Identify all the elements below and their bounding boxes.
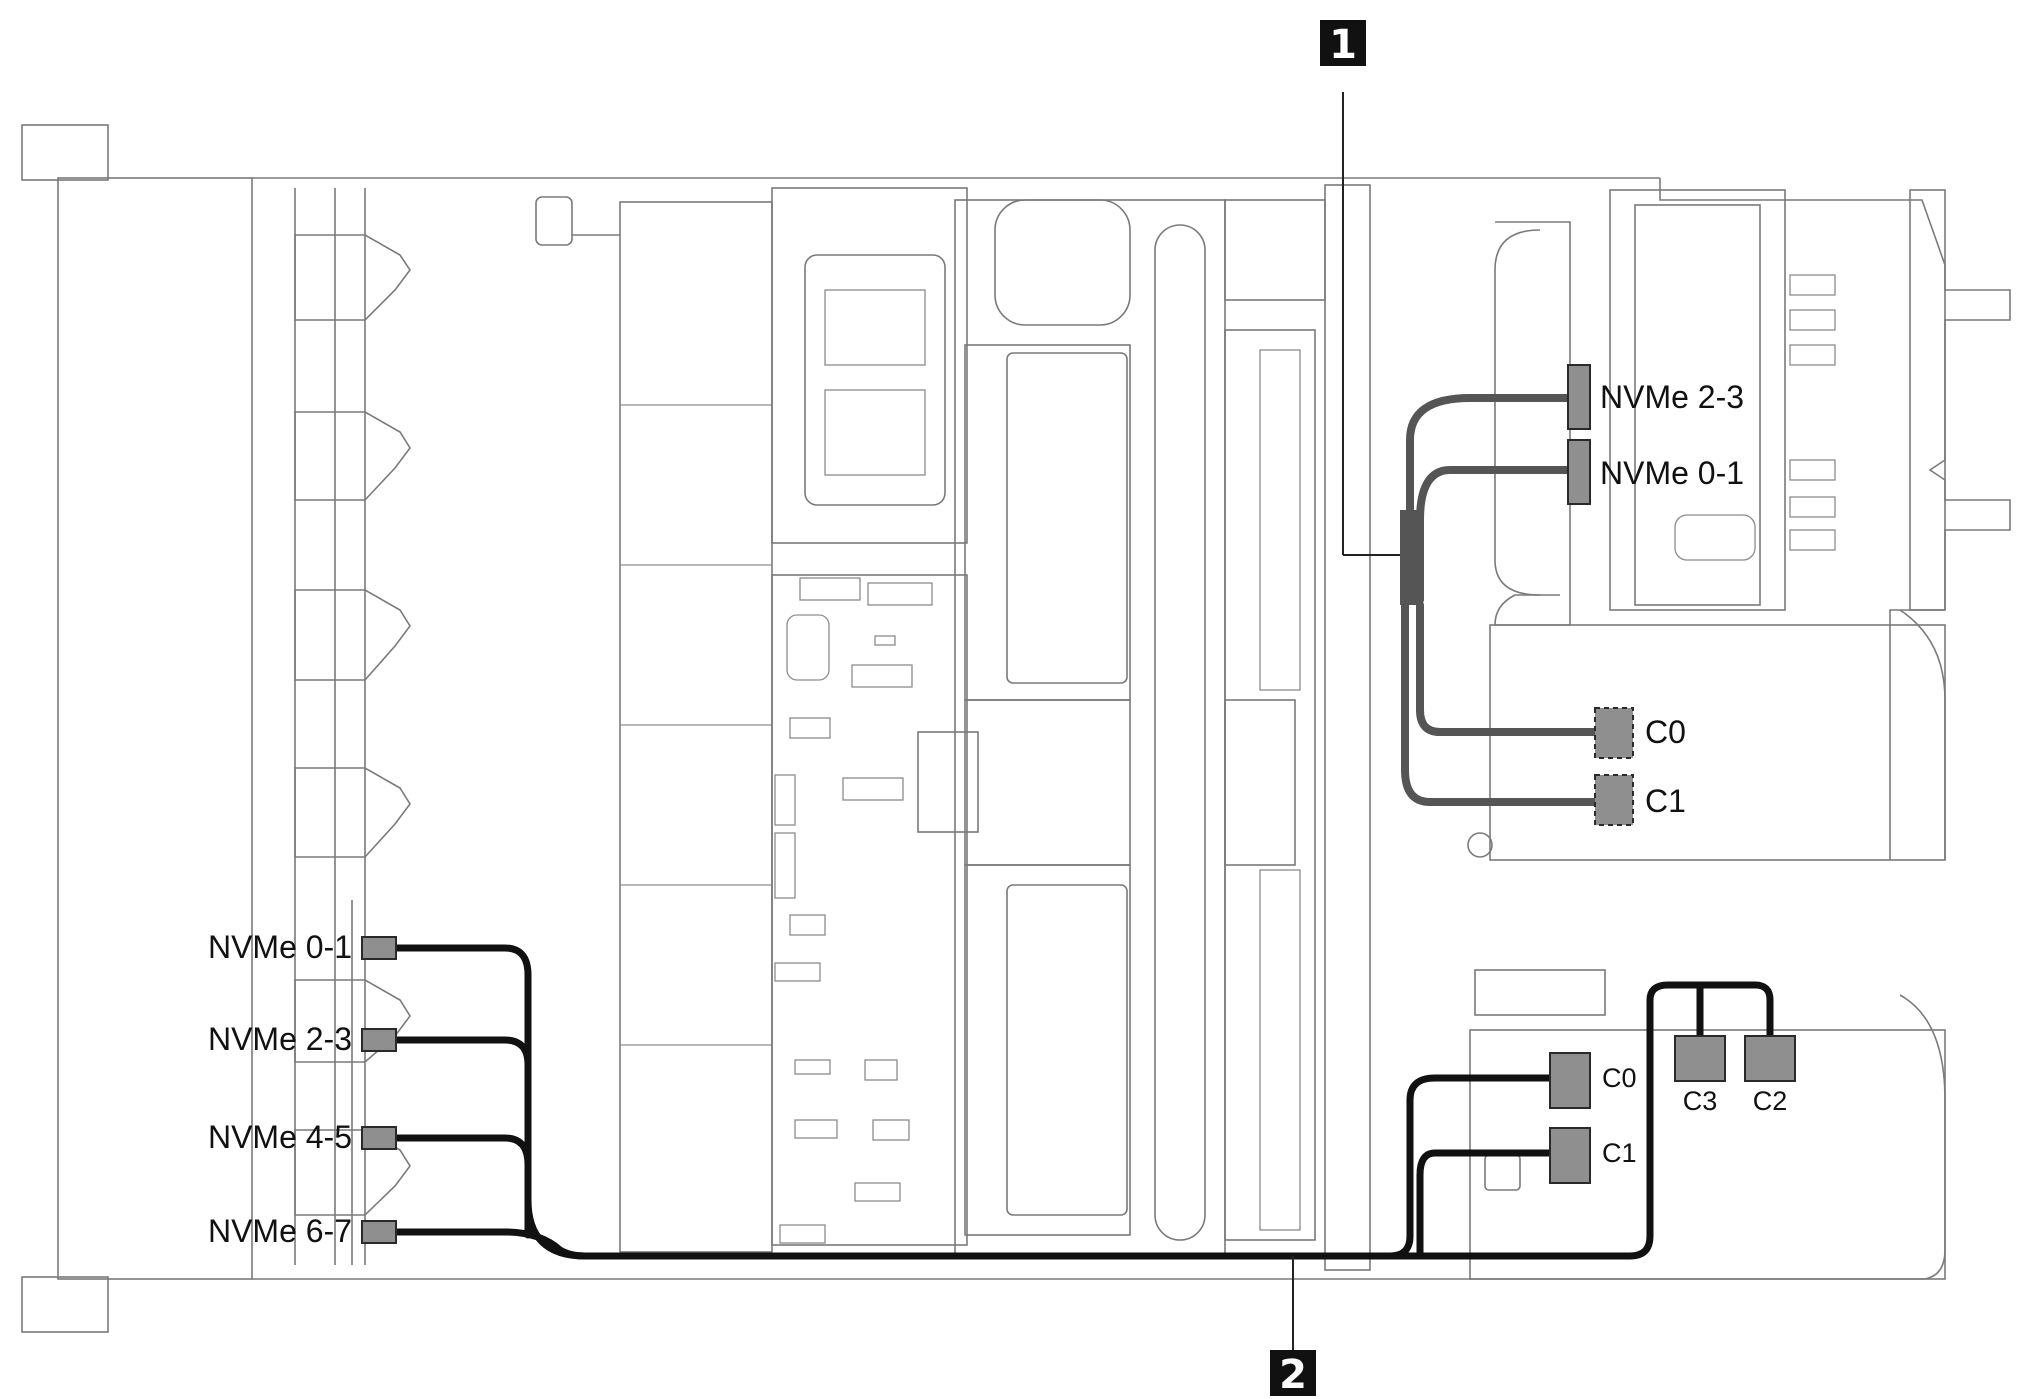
connector-riser-c0 <box>1594 707 1634 759</box>
callout-1: 1 <box>1320 20 1400 556</box>
connector-front-nvme67 <box>361 1220 397 1244</box>
label-riser-c0: C0 <box>1645 714 1686 750</box>
callout-1-number: 1 <box>1329 22 1357 68</box>
connector-rear-nvme23 <box>1567 364 1591 430</box>
rear-backplane-connectors <box>1567 364 1591 505</box>
cable-1-path-nvme23 <box>1406 394 1574 524</box>
label-adapter-c3: C3 <box>1683 1086 1718 1116</box>
cable-2-path-nvme45 <box>391 1134 532 1239</box>
connector-adapter-c1 <box>1549 1127 1591 1184</box>
connector-front-nvme45 <box>361 1126 397 1150</box>
cable-2-path-nvme01 <box>391 944 589 1260</box>
processor-area <box>917 199 1326 1256</box>
cable-1-path-c1 <box>1401 601 1604 806</box>
cable-2-path-nvme67 <box>391 1228 589 1260</box>
label-adapter-c2: C2 <box>1753 1086 1788 1116</box>
cable-2-path-c1 <box>1416 1149 1554 1260</box>
label-front-nvme23: NVMe 2-3 <box>208 1021 352 1057</box>
system-board <box>771 187 968 1246</box>
fan-area <box>535 196 773 1253</box>
connector-adapter-c3 <box>1674 1035 1726 1082</box>
rear-backplane-labels: NVMe 2-3 NVMe 0-1 <box>1600 379 1744 491</box>
label-rear-nvme23: NVMe 2-3 <box>1600 379 1744 415</box>
connector-front-nvme01 <box>361 936 397 960</box>
connector-adapter-c0 <box>1549 1052 1591 1109</box>
label-adapter-c1: C1 <box>1602 1138 1637 1168</box>
rear-riser-area <box>1324 184 1946 1280</box>
connector-rear-nvme01 <box>1567 439 1591 505</box>
front-backplane-area <box>294 188 411 1265</box>
cable-2-trunk <box>581 981 1704 1260</box>
callout-2: 2 <box>1270 1256 1316 1398</box>
label-front-nvme01: NVMe 0-1 <box>208 929 352 965</box>
riser-connector-labels: C0 C1 <box>1645 714 1686 819</box>
cable-1-path-c0 <box>1416 601 1604 736</box>
label-rear-nvme01: NVMe 0-1 <box>1600 455 1744 491</box>
connector-front-nvme23 <box>361 1028 397 1052</box>
cable-2 <box>391 944 1774 1260</box>
cable-1-divider <box>1400 510 1422 605</box>
adapter-connector-labels: C0 C1 C3 C2 <box>1602 1063 1787 1168</box>
cable-2-path-c2 <box>1696 981 1774 1044</box>
label-front-nvme67: NVMe 6-7 <box>208 1213 352 1249</box>
adapter-connectors <box>1549 1035 1796 1184</box>
connector-adapter-c2 <box>1744 1035 1796 1082</box>
cable-2-path-nvme23 <box>391 1036 532 1224</box>
front-backplane-connectors <box>361 936 397 1244</box>
label-front-nvme45: NVMe 4-5 <box>208 1119 352 1155</box>
cable-2-path-c0 <box>1386 1074 1554 1260</box>
label-riser-c1: C1 <box>1645 783 1686 819</box>
riser-connectors <box>1594 707 1634 826</box>
callout-2-number: 2 <box>1279 1352 1307 1398</box>
connector-riser-c1 <box>1594 774 1634 826</box>
cable-1 <box>1400 394 1604 806</box>
front-backplane-labels: NVMe 0-1 NVMe 2-3 NVMe 4-5 NVMe 6-7 <box>208 929 352 1249</box>
label-adapter-c0: C0 <box>1602 1063 1637 1093</box>
